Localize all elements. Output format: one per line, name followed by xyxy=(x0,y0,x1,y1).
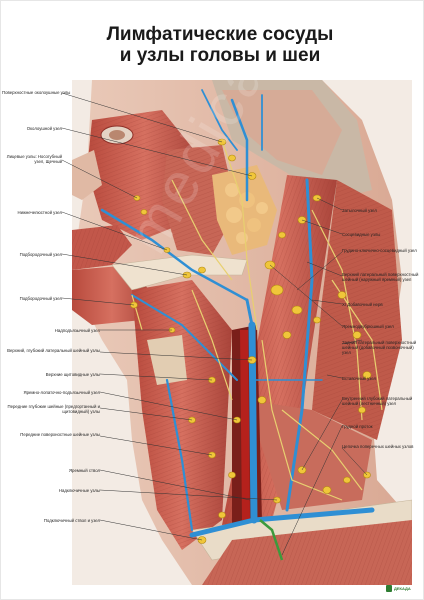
label-parotid-node: Околоушной узел xyxy=(26,126,62,131)
label-juguloomohyoid-node: Яремно-лопаточно-подъязычный узел xyxy=(23,390,100,395)
mastoid-node xyxy=(297,216,307,224)
brachiocephalic-vein xyxy=(189,517,257,538)
internal-jugular-vein xyxy=(248,321,258,524)
occipital-node xyxy=(312,194,322,202)
label-subclavian-trunk: Подключичный ствол и узел xyxy=(43,518,100,523)
thyroid-node xyxy=(208,376,216,384)
title-line-2: и узлы головы и шеи xyxy=(119,45,321,66)
label-superior-thyroid-nodes: Верхние щитовидные узлы xyxy=(45,372,100,377)
anatomy-svg xyxy=(72,80,412,585)
label-mandibular-node: Нижнечелюстной узел xyxy=(17,210,62,215)
label-anterior-deep-nodes: Передние глубокие шейные (предгортанный … xyxy=(7,404,100,415)
logo-icon xyxy=(386,585,392,592)
submandibular-node xyxy=(182,271,192,279)
label-accessory-nerve: XI Добавочный нерв xyxy=(342,302,383,307)
parotid-node xyxy=(247,172,257,180)
accessory-node xyxy=(337,291,347,299)
publisher-logo: ДЕКАДА xyxy=(394,586,411,591)
supraclavicular-node xyxy=(273,496,281,504)
label-superficial-parotid-nodes: Поверхностные околоушные узлы xyxy=(2,90,71,95)
deep-lateral-node xyxy=(247,356,257,364)
label-transverse-cervical-chain: Цепочка поперечных шейных узлов xyxy=(342,444,414,449)
label-occipital-node: Затылочный узел xyxy=(342,208,377,213)
label-jugular-trunk: Яремный ствол xyxy=(68,468,100,473)
title-line-1: Лимфатические сосуды xyxy=(106,24,334,45)
jugulodigastric-node xyxy=(264,260,276,270)
label-thoracic-duct: Грудной проток xyxy=(342,424,373,429)
label-scalene-node: Внутренний глубокий латеральный шейный (… xyxy=(342,396,413,407)
label-suprahyoid-node: Надподъязычный узел xyxy=(54,328,100,333)
parotid-gland xyxy=(212,165,277,255)
suprahyoid-node xyxy=(168,327,176,333)
label-jugulodigastric-node: Яремнодвубрюшный узел xyxy=(342,324,394,329)
label-supraclavicular-nodes: Надключичные узлы xyxy=(58,488,100,493)
juguloomohyoid-node xyxy=(233,416,241,424)
anatomy-illustration: medicalplakat.ru xyxy=(72,80,412,585)
label-sternocleidomastoid-node: Грудино-ключично-сосцевидный узел xyxy=(342,248,417,253)
transverse-cervical-node xyxy=(363,471,371,479)
label-intercalary-node: Вставочный узел xyxy=(342,376,376,381)
label-submental-node: Подбородочный узел xyxy=(19,296,62,301)
scalene-node xyxy=(297,466,307,474)
prelaryngeal-node xyxy=(188,416,196,424)
subclavian-node xyxy=(197,536,207,544)
label-submandibular-node: Подбородочный узел xyxy=(19,252,62,257)
poster-title: Лимфатические сосуды и узлы головы и шеи xyxy=(70,24,370,66)
label-facial-nodes: Лицевые узлы: Носогубный узел, Щечный xyxy=(6,154,62,165)
label-external-jugular-node: Верхний латеральный поверхностный шейный… xyxy=(342,272,419,283)
label-anterior-superficial-nodes: Передние поверхностные шейные узлы xyxy=(20,432,100,437)
label-deep-lateral-nodes: Верхний, глубокий латеральный шейный узл… xyxy=(7,348,100,353)
thoracic-duct xyxy=(259,519,284,561)
label-posterior-lateral-node: Задний латеральный поверхностный шейный … xyxy=(342,340,417,356)
label-mastoid-nodes: Сосцевидные узлы xyxy=(342,232,381,237)
submental-node xyxy=(130,301,138,309)
